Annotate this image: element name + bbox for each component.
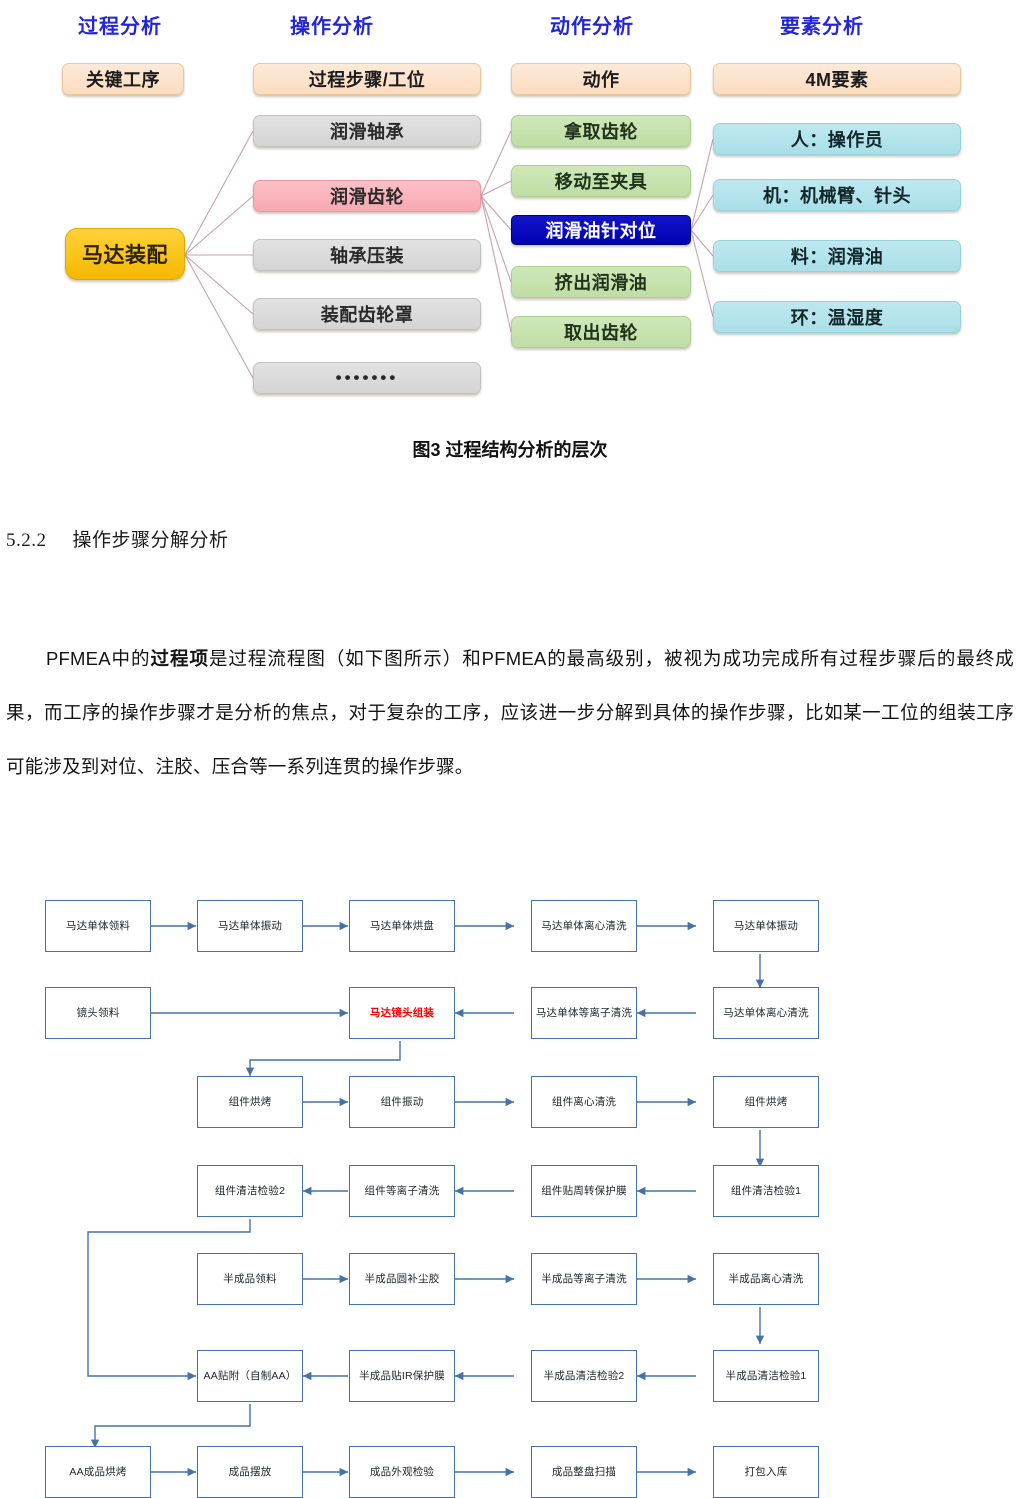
node-oil-needle-alignment: 润滑油针对位 [511,215,691,245]
node-lubricate-gear: 润滑齿轮 [253,180,481,212]
flow-box-motor-unit-bake-tray: 马达单体烘盘 [349,900,455,952]
flow-box-module-protective-film: 组件贴周转保护膜 [531,1165,637,1217]
flow-box-packing-warehouse: 打包入库 [713,1446,819,1498]
node-pick-gear: 拿取齿轮 [511,115,691,147]
flow-box-module-plasma-clean: 组件等离子清洗 [349,1165,455,1217]
node-4m-environment: 环：温湿度 [713,301,961,333]
figure-3-hierarchy-diagram: 过程分析 操作分析 动作分析 要素分析 关键工序 马达装配 过程步骤/工位 润滑… [0,0,1020,408]
flow-box-semifinished-clean-inspect-2: 半成品清洁检验2 [531,1350,637,1402]
node-bearing-press-fit: 轴承压装 [253,239,481,271]
node-4m-man: 人：操作员 [713,123,961,155]
flow-box-motor-unit-material: 马达单体领料 [45,900,151,952]
node-move-to-fixture: 移动至夹具 [511,165,691,197]
node-lubricate-bearing: 润滑轴承 [253,115,481,147]
flow-box-product-placement: 成品摆放 [197,1446,303,1498]
flow-box-product-appearance-inspect: 成品外观检验 [349,1446,455,1498]
node-more-steps-ellipsis: ••••••• [253,362,481,394]
figure-3-connector-lines [184,130,714,379]
flow-box-semifinished-plasma-clean: 半成品等离子清洗 [531,1253,637,1305]
node-remove-gear: 取出齿轮 [511,316,691,348]
paragraph-part-2: 是过程流程图（如下图所示）和PFMEA的最高级别，被视为成功完成所有过程步骤后的… [6,647,1014,777]
section-heading: 5.2.2 操作步骤分解分析 [6,525,229,552]
paragraph-part-1: PFMEA中的 [46,647,151,669]
flow-box-semifinished-ir-film: 半成品贴IR保护膜 [349,1350,455,1402]
flow-box-aa-attach: AA贴附（自制AA） [197,1350,303,1402]
flow-box-motor-unit-vibration-1: 马达单体振动 [197,900,303,952]
body-paragraph: PFMEA中的过程项是过程流程图（如下图所示）和PFMEA的最高级别，被视为成功… [6,632,1014,794]
flow-box-product-tray-scan: 成品整盘扫描 [531,1446,637,1498]
flow-box-motor-unit-centrifugal-clean-1: 马达单体离心清洗 [531,900,637,952]
column-header-action-analysis: 动作分析 [550,16,634,38]
column-header-element-analysis: 要素分析 [780,16,864,38]
node-key-process: 关键工序 [62,63,184,95]
flow-box-motor-lens-assembly: 马达镜头组装 [349,987,455,1039]
flow-box-module-clean-inspect-1: 组件清洁检验1 [713,1165,819,1217]
process-flowchart: 马达单体领料 马达单体振动 马达单体烘盘 马达单体离心清洗 马达单体振动 镜头领… [0,880,1020,1498]
flow-box-semifinished-centrifugal-clean: 半成品离心清洗 [713,1253,819,1305]
node-4m-material: 料：润滑油 [713,240,961,272]
flow-box-motor-unit-centrifugal-clean-2: 马达单体离心清洗 [713,987,819,1039]
node-action-title: 动作 [511,63,691,95]
figure-3-caption: 图3 过程结构分析的层次 [412,440,608,460]
node-4m-elements-title: 4M要素 [713,63,961,95]
flow-box-module-vibration: 组件振动 [349,1076,455,1128]
flow-box-semifinished-clean-inspect-1: 半成品清洁检验1 [713,1350,819,1402]
node-assemble-gear-cover: 装配齿轮罩 [253,298,481,330]
flow-box-semifinished-dust-glue: 半成品圆补尘胶 [349,1253,455,1305]
section-title: 操作步骤分解分析 [72,530,229,551]
section-number: 5.2.2 [6,530,47,551]
flow-box-motor-unit-plasma-clean: 马达单体等离子清洗 [531,987,637,1039]
node-process-step-station: 过程步骤/工位 [253,63,481,95]
flow-box-module-bake-1: 组件烘烤 [197,1076,303,1128]
flow-box-motor-unit-vibration-2: 马达单体振动 [713,900,819,952]
node-extrude-lubricant: 挤出润滑油 [511,266,691,298]
flowchart-connector-lines [87,921,765,1477]
flow-box-module-clean-inspect-2: 组件清洁检验2 [197,1165,303,1217]
flow-box-aa-product-bake: AA成品烘烤 [45,1446,151,1498]
column-header-process-analysis: 过程分析 [78,16,162,38]
flow-box-semifinished-material: 半成品领料 [197,1253,303,1305]
flow-box-module-centrifugal-clean: 组件离心清洗 [531,1076,637,1128]
node-4m-machine: 机：机械臂、针头 [713,179,961,211]
column-header-operation-analysis: 操作分析 [290,16,374,38]
flow-box-lens-material: 镜头领料 [45,987,151,1039]
flow-box-module-bake-2: 组件烘烤 [713,1076,819,1128]
paragraph-bold-term: 过程项 [150,647,209,669]
node-motor-assembly-root: 马达装配 [65,228,185,280]
